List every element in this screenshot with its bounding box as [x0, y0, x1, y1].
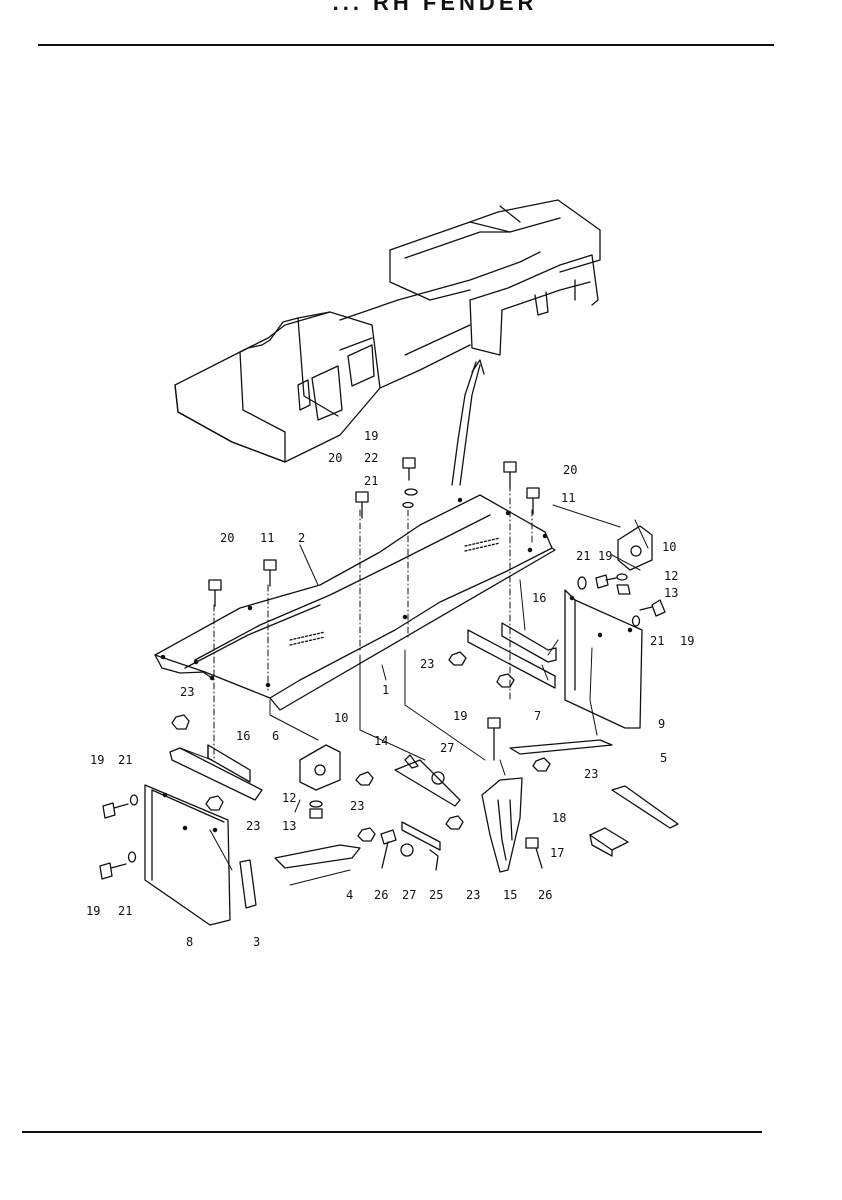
callout-18: 18	[552, 811, 566, 825]
callout-25: 25	[429, 888, 443, 902]
callout-16: 16	[236, 729, 250, 743]
callout-27: 27	[402, 888, 416, 902]
callout-23: 23	[420, 657, 434, 671]
callout-23: 23	[246, 819, 260, 833]
callout-21: 21	[576, 549, 590, 563]
callout-19: 19	[453, 709, 467, 723]
callout-6: 6	[272, 729, 279, 743]
fender-plate	[154, 494, 556, 711]
callout-23: 23	[584, 767, 598, 781]
bottom-divider	[22, 1131, 762, 1133]
callout-5: 5	[660, 751, 667, 765]
callout-13: 13	[664, 586, 678, 600]
callout-11: 11	[561, 491, 575, 505]
callout-21: 21	[364, 474, 378, 488]
callout-19: 19	[680, 634, 694, 648]
callout-21: 21	[118, 753, 132, 767]
machine-body	[174, 199, 601, 463]
callout-11: 11	[260, 531, 274, 545]
callout-8: 8	[186, 935, 193, 949]
callout-1: 1	[382, 683, 389, 697]
callout-3: 3	[253, 935, 260, 949]
callout-9: 9	[658, 717, 665, 731]
callout-16: 16	[532, 591, 546, 605]
callout-26: 26	[538, 888, 552, 902]
callout-21: 21	[650, 634, 664, 648]
callout-10: 10	[334, 711, 348, 725]
callout-15: 15	[503, 888, 517, 902]
callout-19: 19	[90, 753, 104, 767]
callout-4: 4	[346, 888, 353, 902]
callout-23: 23	[466, 888, 480, 902]
assembly-lines	[213, 484, 533, 761]
callout-23: 23	[180, 685, 194, 699]
callout-14: 14	[374, 734, 388, 748]
part-callouts: 19 22 21 20 20 11 20 11 2 10 21 19 12 13…	[86, 429, 694, 949]
callout-17: 17	[550, 846, 564, 860]
callout-21: 21	[118, 904, 132, 918]
callout-7: 7	[534, 709, 541, 723]
top-divider	[38, 44, 774, 46]
hardware	[99, 457, 679, 926]
callout-23: 23	[350, 799, 364, 813]
callout-13: 13	[282, 819, 296, 833]
callout-20: 20	[328, 451, 342, 465]
callout-20: 20	[563, 463, 577, 477]
callout-12: 12	[282, 791, 296, 805]
callout-27: 27	[440, 741, 454, 755]
callout-19: 19	[598, 549, 612, 563]
location-arrow	[451, 359, 485, 486]
page-title: ... RH FENDER	[332, 0, 538, 15]
callout-26: 26	[374, 888, 388, 902]
callout-12: 12	[664, 569, 678, 583]
callout-19: 19	[86, 904, 100, 918]
leader-lines	[179, 504, 649, 886]
callout-22: 22	[364, 451, 378, 465]
callout-10: 10	[662, 540, 676, 554]
callout-20: 20	[220, 531, 234, 545]
callout-2: 2	[298, 531, 305, 545]
callout-19: 19	[364, 429, 378, 443]
